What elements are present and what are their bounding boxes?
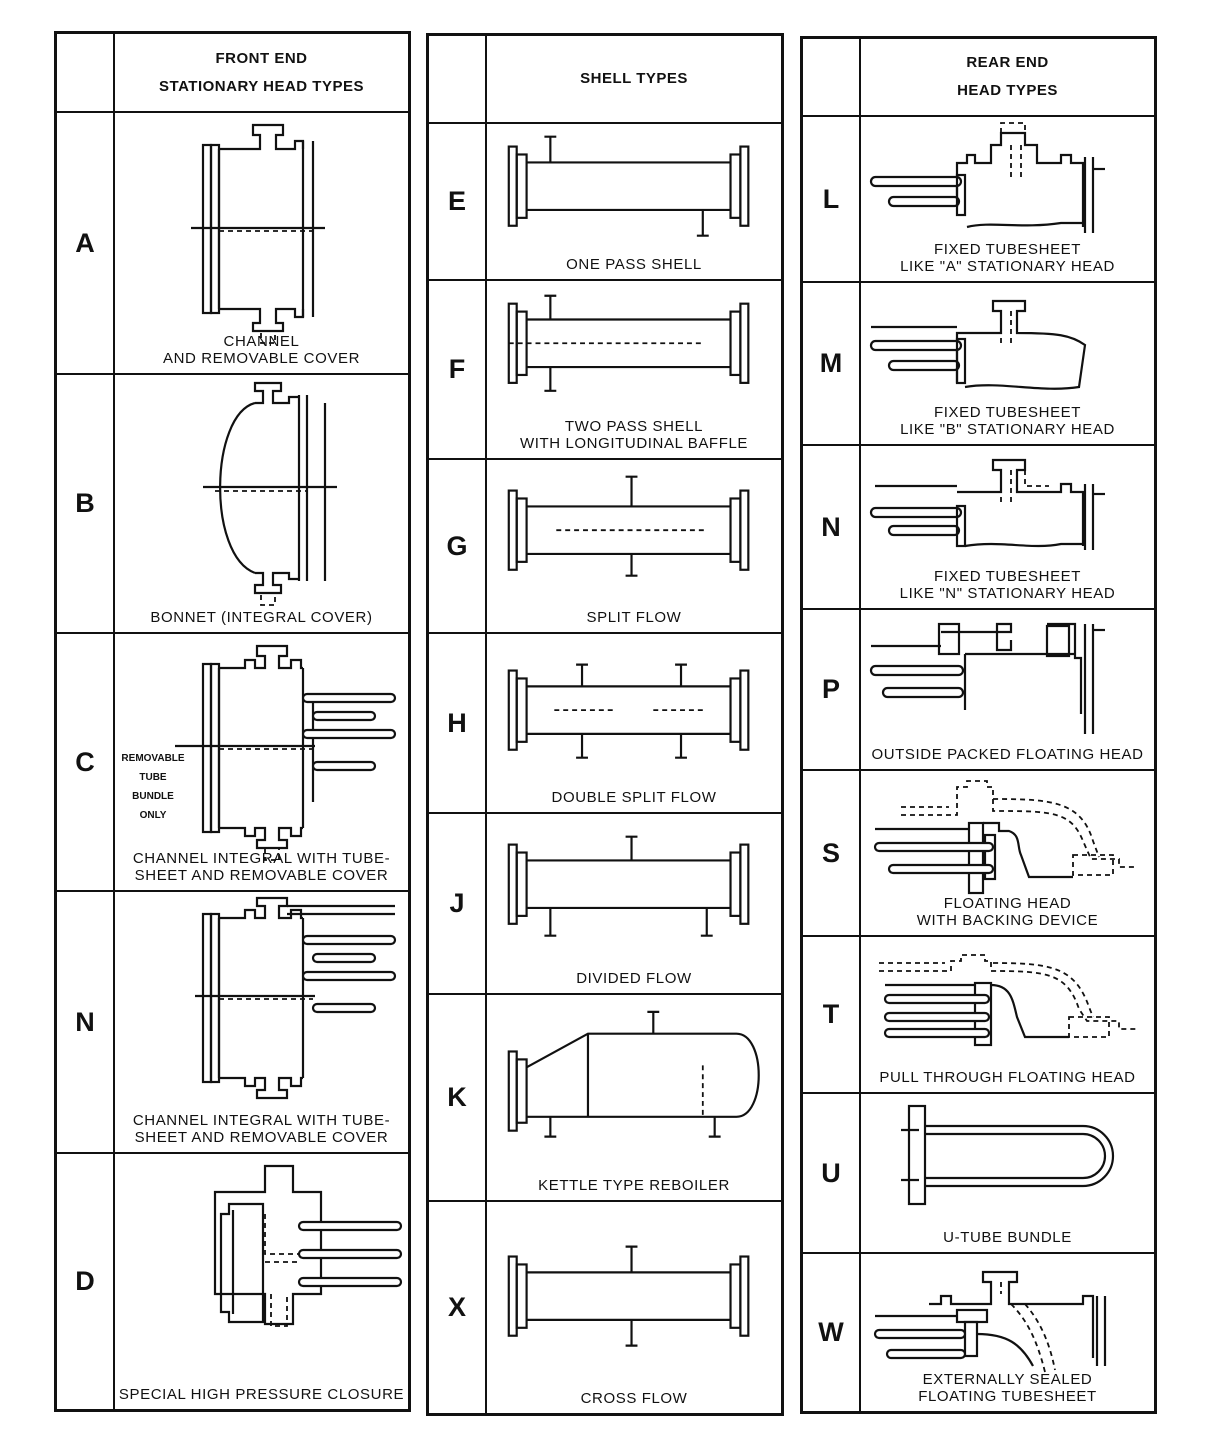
caption-d: SPECIAL HIGH PRESSURE CLOSURE — [118, 1386, 405, 1403]
caption-m: FIXED TUBESHEET LIKE "B" STATIONARY HEAD — [900, 404, 1115, 438]
type-letter-d: D — [57, 1154, 115, 1409]
caption-c: CHANNEL INTEGRAL WITH TUBE- SHEET AND RE… — [132, 850, 391, 884]
shell-row-k: K KETTLE TYPE REBOILER — [429, 993, 781, 1200]
rear-row-t: T PULL THROUGH FLOATING HEAD — [803, 935, 1154, 1092]
type-letter-n-rear: N — [803, 446, 861, 608]
caption-w: EXTERNALLY SEALED FLOATING TUBESHEET — [918, 1371, 1097, 1405]
shell-row-e: E ONE PASS SHELL — [429, 122, 781, 279]
caption-h: DOUBLE SPLIT FLOW — [551, 789, 717, 806]
type-letter-t: T — [803, 937, 861, 1092]
one-pass-shell-diagram — [507, 135, 750, 237]
front-end-row-a: A CHANNEL AND REMOVABLE COVER — [57, 111, 408, 373]
front-end-header: FRONT END STATIONARY HEAD TYPES — [159, 49, 364, 95]
rear-end-column: REAR END HEAD TYPES L FIXED TUBESHEET LI… — [800, 36, 1157, 1414]
type-letter-c: C — [57, 634, 115, 890]
rear-row-u: U U-TUBE BUNDLE — [803, 1092, 1154, 1252]
shell-row-f: F TWO PASS SHELL WITH LONGITUDINAL BAFFL… — [429, 279, 781, 458]
type-letter-e: E — [429, 124, 487, 279]
channel-integral-tubesheet-n-diagram — [195, 896, 397, 1100]
fixed-tubesheet-n-diagram — [869, 458, 1105, 550]
front-end-row-b: B BONNET (INTEGRAL COVER) — [57, 373, 408, 632]
type-letter-l: L — [803, 117, 861, 281]
channel-integral-tubesheet-diagram — [175, 644, 397, 861]
caption-s: FLOATING HEAD WITH BACKING DEVICE — [916, 895, 1099, 929]
caption-g: SPLIT FLOW — [586, 609, 682, 626]
type-letter-k: K — [429, 995, 487, 1200]
caption-a: CHANNEL AND REMOVABLE COVER — [163, 333, 360, 367]
front-end-row-c: C REMOVABLE TUBE BUNDLE O — [57, 632, 408, 890]
rear-end-header-row: REAR END HEAD TYPES — [803, 39, 1154, 115]
type-letter-a: A — [57, 113, 115, 373]
divided-flow-diagram — [507, 835, 750, 937]
caption-n-rear: FIXED TUBESHEET LIKE "N" STATIONARY HEAD — [899, 568, 1116, 602]
front-end-row-d: D SPECIAL HIGH PRESSURE CLOSURE — [57, 1152, 408, 1409]
type-letter-b: B — [57, 375, 115, 632]
caption-k: KETTLE TYPE REBOILER — [538, 1177, 730, 1194]
caption-l: FIXED TUBESHEET LIKE "A" STATIONARY HEAD — [900, 241, 1115, 275]
kettle-type-reboiler-diagram — [507, 1010, 760, 1138]
externally-sealed-floating-tubesheet-diagram — [873, 1270, 1107, 1373]
shell-row-x: X CROSS FLOW — [429, 1200, 781, 1413]
caption-b: BONNET (INTEGRAL COVER) — [150, 609, 373, 626]
outside-packed-floating-head-diagram — [869, 622, 1105, 734]
bonnet-diagram — [203, 381, 337, 606]
type-letter-x: X — [429, 1202, 487, 1413]
type-letter-w: W — [803, 1254, 861, 1411]
rear-row-m: M FIXED TUBESHEET LIKE "B" STATIONARY HE… — [803, 281, 1154, 444]
fixed-tubesheet-a-diagram — [869, 122, 1105, 233]
caption-x: CROSS FLOW — [580, 1390, 688, 1407]
shell-row-j: J DIVIDED FLOW — [429, 812, 781, 993]
type-letter-s: S — [803, 771, 861, 935]
caption-t: PULL THROUGH FLOATING HEAD — [879, 1069, 1136, 1086]
fixed-tubesheet-b-diagram — [869, 299, 1087, 390]
double-split-flow-diagram — [507, 663, 750, 759]
type-letter-n-front: N — [57, 892, 115, 1152]
rear-end-header: REAR END HEAD TYPES — [957, 54, 1058, 99]
caption-e: ONE PASS SHELL — [566, 256, 702, 273]
front-end-row-n: N CHANNEL INTEGRAL WITH TUBE- SHEET AND … — [57, 890, 408, 1152]
shell-row-h: H DOUBLE SPLIT FLOW — [429, 632, 781, 812]
type-letter-f: F — [429, 281, 487, 458]
type-letter-j: J — [429, 814, 487, 993]
caption-u: U-TUBE BUNDLE — [943, 1229, 1072, 1246]
type-letter-u: U — [803, 1094, 861, 1252]
cross-flow-diagram — [507, 1245, 750, 1347]
split-flow-diagram — [507, 475, 750, 577]
front-end-column: FRONT END STATIONARY HEAD TYPES A CHANNE… — [54, 31, 411, 1412]
type-letter-m: M — [803, 283, 861, 444]
type-letter-h: H — [429, 634, 487, 812]
channel-removable-cover-diagram — [191, 123, 325, 344]
shell-types-header: SHELL TYPES — [580, 70, 688, 87]
shell-types-column: SHELL TYPES E ONE PASS SHELL F — [426, 33, 784, 1416]
type-letter-p: P — [803, 610, 861, 769]
rear-row-s: S FLOATING HEAD WITH BACKING DEVICE — [803, 769, 1154, 935]
shell-row-g: G SPLIT FLOW — [429, 458, 781, 632]
front-end-header-row: FRONT END STATIONARY HEAD TYPES — [57, 34, 408, 111]
pull-through-floating-head-diagram — [879, 954, 1137, 1047]
type-letter-g: G — [429, 460, 487, 632]
floating-head-backing-device-diagram — [873, 780, 1137, 895]
high-pressure-closure-diagram — [213, 1164, 403, 1327]
caption-f: TWO PASS SHELL WITH LONGITUDINAL BAFFLE — [519, 418, 749, 452]
rear-row-w: W EXTERNALLY SEALED FLOATING TUBESHEET — [803, 1252, 1154, 1411]
u-tube-bundle-diagram — [901, 1104, 1115, 1206]
removable-tube-bundle-note: REMOVABLE TUBE BUNDLE ONLY — [121, 753, 185, 821]
rear-row-l: L FIXED TUBESHEET LIKE "A" STATIONARY HE… — [803, 115, 1154, 281]
rear-row-p: P OUTSIDE PACKED FLOATING HEAD — [803, 608, 1154, 769]
caption-n-front: CHANNEL INTEGRAL WITH TUBE- SHEET AND RE… — [132, 1112, 391, 1146]
caption-j: DIVIDED FLOW — [576, 970, 692, 987]
rear-row-n: N FIXED TUBESHEET LIKE "N" STATIONARY HE… — [803, 444, 1154, 608]
caption-p: OUTSIDE PACKED FLOATING HEAD — [871, 746, 1144, 763]
two-pass-shell-diagram — [507, 294, 750, 392]
shell-types-header-row: SHELL TYPES — [429, 36, 781, 122]
